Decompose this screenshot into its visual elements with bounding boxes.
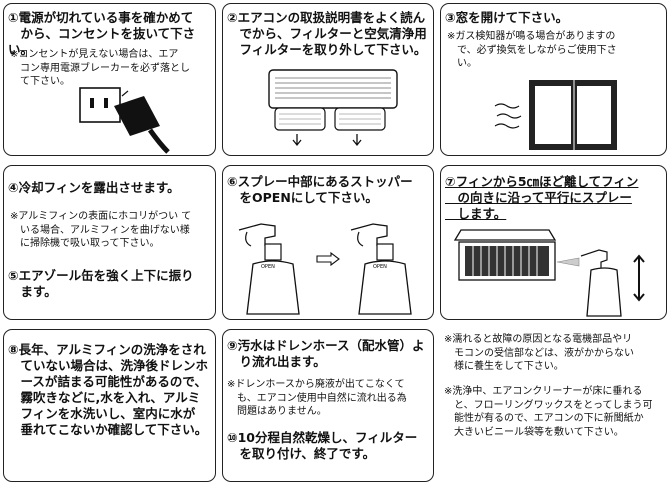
cautions-block: ※濡れると故障の原因となる電機部品やリ モコンの受信部などは、液がかからない 様… bbox=[442, 329, 668, 482]
air-conditioner-filter-icon bbox=[268, 69, 398, 147]
caution-note-2: ※洗浄中、エアコンクリーナーが床に垂れる と、フローリングワックスをとってしまう… bbox=[444, 386, 653, 438]
step-3-note: ※ガス検知器が鳴る場合がありますの で、必ず換気をしながらご使用下さ い。 bbox=[447, 31, 617, 69]
caution-note-1: ※濡れると故障の原因となる電機部品やリ モコンの受信部などは、液がかからない 様… bbox=[444, 334, 634, 372]
step-2-panel: ②エアコンの取扱説明書をよく読ん でから、フィルターと空気清浄用 フィルターを取… bbox=[222, 3, 434, 156]
can-open-label: OPEN bbox=[373, 264, 387, 270]
step-4-note: ※アルミフィンの表面にホコリがつい て いる場合、アルミフィンを曲げない様 に掃… bbox=[10, 211, 192, 249]
arrow-right-icon bbox=[316, 252, 340, 266]
step-4-heading: ④冷却フィンを露出させます。 bbox=[8, 180, 180, 195]
step-9-note: ※ドレンホースから廃液が出てこなくて も、エアコン使用中自然に流れ出る為 問題は… bbox=[227, 379, 407, 417]
step-1-heading: ①電源が切れている事を確かめて から、コンセントを抜いて下さい。 bbox=[8, 10, 196, 57]
step-3-panel: ③窓を開けて下さい。 ※ガス検知器が鳴る場合がありますの で、必ず換気をしながら… bbox=[440, 3, 667, 156]
open-window-icon bbox=[494, 80, 617, 150]
step-1-note: ※コンセントが見えない場合は、エア コン専用電源ブレーカーを必ず落とし て下さい… bbox=[10, 49, 190, 87]
power-plug-icon bbox=[79, 87, 170, 154]
step-6-panel: ⑥スプレー中部にあるストッパー をOPENにして下さい。 OPEN OPEN bbox=[222, 165, 434, 320]
spray-bottle-open-icon: OPEN bbox=[350, 223, 412, 315]
can-open-label: OPEN bbox=[261, 264, 275, 270]
step-7-heading: ⑦フィンから5㎝ほど離してフィン の向きに沿って平行にスプレー します。 bbox=[445, 174, 639, 221]
step-8-panel: ⑧長年、アルミフィンの洗浄をされ ていない場合は、洗浄後ドレンホ ースが詰まる可… bbox=[3, 329, 216, 482]
step-8-heading: ⑧長年、アルミフィンの洗浄をされ ていない場合は、洗浄後ドレンホ ースが詰まる可… bbox=[8, 342, 209, 437]
step-9-heading: ⑨汚水はドレンホース（配水管）よ り流れ出ます。 bbox=[227, 338, 425, 369]
spraying-fins-icon bbox=[453, 229, 645, 317]
step-5-heading: ⑤エアゾール缶を強く上下に振り ます。 bbox=[8, 268, 194, 299]
step-10-heading: ⑩10分程自然乾燥し、フィルター を取り付け、終了です。 bbox=[227, 430, 418, 461]
step-9-panel: ⑨汚水はドレンホース（配水管）よ り流れ出ます。 ※ドレンホースから廃液が出てこ… bbox=[222, 329, 434, 482]
step-4-panel: ④冷却フィンを露出させます。 ※アルミフィンの表面にホコリがつい て いる場合、… bbox=[3, 165, 216, 320]
spray-bottle-closed-icon: OPEN bbox=[238, 223, 300, 315]
step-7-panel: ⑦フィンから5㎝ほど離してフィン の向きに沿って平行にスプレー します。 bbox=[440, 165, 667, 320]
step-3-heading: ③窓を開けて下さい。 bbox=[445, 10, 569, 25]
step-2-heading: ②エアコンの取扱説明書をよく読ん でから、フィルターと空気清浄用 フィルターを取… bbox=[227, 10, 427, 57]
step-1-panel: ①電源が切れている事を確かめて から、コンセントを抜いて下さい。 ※コンセントが… bbox=[3, 3, 216, 156]
step-6-heading: ⑥スプレー中部にあるストッパー をOPENにして下さい。 bbox=[227, 174, 413, 205]
